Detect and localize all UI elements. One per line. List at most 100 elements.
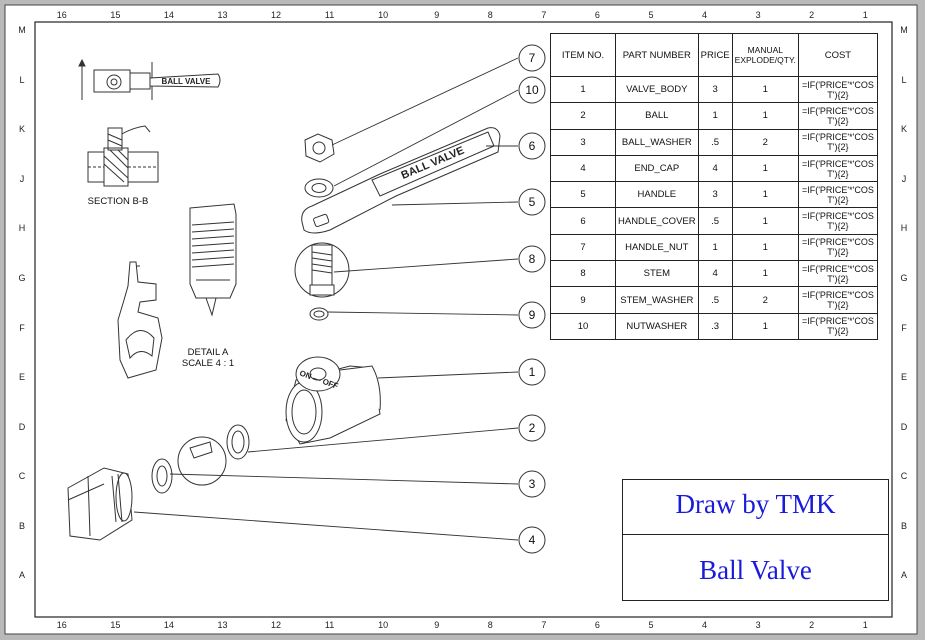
end-cap bbox=[67, 467, 133, 541]
bom-cell-cost: =IF('PRICE'*'COST'){2} bbox=[797, 260, 878, 288]
zone-column-number: 15 bbox=[110, 620, 121, 630]
top-view-engraving: BALL VALVE bbox=[162, 77, 212, 86]
title-block: Draw by TMK Ball Valve bbox=[622, 479, 889, 601]
balloon-number: 8 bbox=[529, 252, 536, 266]
balloons bbox=[518, 44, 546, 554]
zone-column-number: 16 bbox=[56, 10, 67, 20]
zone-row-letter: M bbox=[18, 25, 26, 35]
zone-row-letter: J bbox=[19, 173, 25, 184]
ball bbox=[177, 436, 227, 486]
balloon-number: 1 bbox=[529, 365, 536, 379]
detail-scale: SCALE 4 : 1 bbox=[181, 358, 235, 369]
balloon-number: 3 bbox=[529, 477, 536, 491]
zone-column-number: 13 bbox=[217, 10, 228, 20]
bom-cell-cost: =IF('PRICE'*'COST'){2} bbox=[797, 102, 878, 130]
zone-column-number: 2 bbox=[809, 10, 815, 20]
bom-cell-part: HANDLE_NUT bbox=[615, 233, 699, 262]
balloon-number: 2 bbox=[529, 421, 536, 435]
zone-row-letter: E bbox=[900, 372, 907, 383]
zone-column-number: 6 bbox=[594, 10, 600, 20]
bom-cell-cost: =IF('PRICE'*'COST'){2} bbox=[797, 233, 878, 262]
bom-cell-qty: 1 bbox=[731, 260, 799, 288]
bom-cell-part: NUTWASHER bbox=[615, 312, 699, 340]
bom-cell-qty: 2 bbox=[731, 128, 799, 156]
bom-header-price: PRICE bbox=[697, 33, 733, 77]
top-view: BALL VALVE bbox=[78, 58, 221, 100]
balloon-number: 5 bbox=[529, 195, 536, 209]
zone-row-letter: C bbox=[18, 471, 26, 482]
zone-column-number: 4 bbox=[702, 620, 708, 630]
zone-column-number: 8 bbox=[487, 620, 493, 630]
zone-row-letter: F bbox=[901, 322, 907, 333]
bom-cell-cost: =IF('PRICE'*'COST'){2} bbox=[797, 75, 878, 104]
bom-cell-price: 3 bbox=[697, 181, 733, 209]
bom-header-row: ITEM NO. PART NUMBER PRICE MANUAL EXPLOD… bbox=[550, 33, 878, 77]
bom-cell-qty: 1 bbox=[731, 312, 799, 340]
detail-label: DETAIL A bbox=[187, 347, 229, 358]
bom-cell-price: 4 bbox=[697, 260, 733, 288]
bom-cell-part: BALL_WASHER bbox=[615, 128, 699, 156]
balloon-number: 7 bbox=[529, 51, 536, 65]
bom-cell-qty: 1 bbox=[731, 207, 799, 235]
zone-column-number: 3 bbox=[755, 10, 761, 20]
zone-row-letter: B bbox=[900, 520, 907, 531]
zone-column-number: 12 bbox=[271, 620, 282, 630]
zone-row-letter: H bbox=[900, 223, 908, 234]
balloon-number: 10 bbox=[525, 83, 539, 97]
zone-column-number: 6 bbox=[594, 620, 600, 630]
zone-row-letter: D bbox=[18, 421, 26, 432]
zone-column-number: 5 bbox=[648, 620, 654, 630]
bom-cell-part: STEM_WASHER bbox=[615, 286, 699, 314]
zone-column-number: 2 bbox=[809, 620, 815, 630]
drawn-by: Draw by TMK bbox=[675, 489, 836, 519]
ball-washer-left bbox=[151, 458, 173, 494]
bom-cell-cost: =IF('PRICE'*'COST'){2} bbox=[797, 128, 878, 156]
valve-body: ON — OFF bbox=[285, 356, 381, 445]
balloon-3 bbox=[518, 470, 546, 498]
balloon-6 bbox=[518, 132, 546, 160]
zone-column-number: 8 bbox=[487, 10, 493, 20]
zone-column-number: 4 bbox=[702, 10, 708, 20]
bom-cell-price: 1 bbox=[697, 102, 733, 130]
zone-column-number: 10 bbox=[378, 620, 389, 630]
zone-column-number: 10 bbox=[378, 10, 389, 20]
zone-column-number: 1 bbox=[862, 10, 868, 20]
bill-of-materials: ITEM NO. PART NUMBER PRICE MANUAL EXPLOD… bbox=[550, 33, 878, 340]
bom-cell-qty: 1 bbox=[731, 75, 799, 104]
zone-row-letter: A bbox=[900, 570, 907, 581]
zone-row-letter: J bbox=[901, 173, 907, 184]
bom-cell-price: 3 bbox=[697, 75, 733, 104]
bom-cell-qty: 1 bbox=[731, 233, 799, 262]
stem bbox=[294, 242, 350, 298]
bom-header-cost: COST bbox=[797, 33, 878, 77]
zone-column-number: 3 bbox=[755, 620, 761, 630]
zone-row-letter: G bbox=[18, 272, 26, 283]
bom-cell-cost: =IF('PRICE'*'COST'){2} bbox=[797, 181, 878, 209]
zone-row-letter: K bbox=[18, 124, 25, 135]
zone-column-number: 7 bbox=[541, 620, 547, 630]
bom-cell-item: 3 bbox=[550, 128, 616, 156]
zone-row-letter: E bbox=[18, 372, 25, 383]
zone-column-number: 1 bbox=[862, 620, 868, 630]
zone-row-letter: C bbox=[900, 471, 908, 482]
bom-cell-part: HANDLE_COVER bbox=[615, 207, 699, 235]
detail-body-cut bbox=[117, 261, 163, 379]
zone-column-number: 7 bbox=[541, 10, 547, 20]
zone-column-number: 16 bbox=[56, 620, 67, 630]
bom-header-part: PART NUMBER bbox=[615, 33, 699, 77]
bom-cell-part: HANDLE bbox=[615, 181, 699, 209]
bom-cell-qty: 1 bbox=[731, 102, 799, 130]
bom-header-qty: MANUAL EXPLODE/QTY. bbox=[731, 33, 799, 77]
balloon-4 bbox=[518, 526, 546, 554]
bom-cell-cost: =IF('PRICE'*'COST'){2} bbox=[797, 312, 878, 340]
bom-cell-item: 2 bbox=[550, 102, 616, 130]
title-block-row bbox=[623, 480, 888, 535]
bom-cell-price: .5 bbox=[697, 207, 733, 235]
bom-cell-item: 4 bbox=[550, 154, 616, 183]
balloon-8 bbox=[518, 245, 546, 273]
